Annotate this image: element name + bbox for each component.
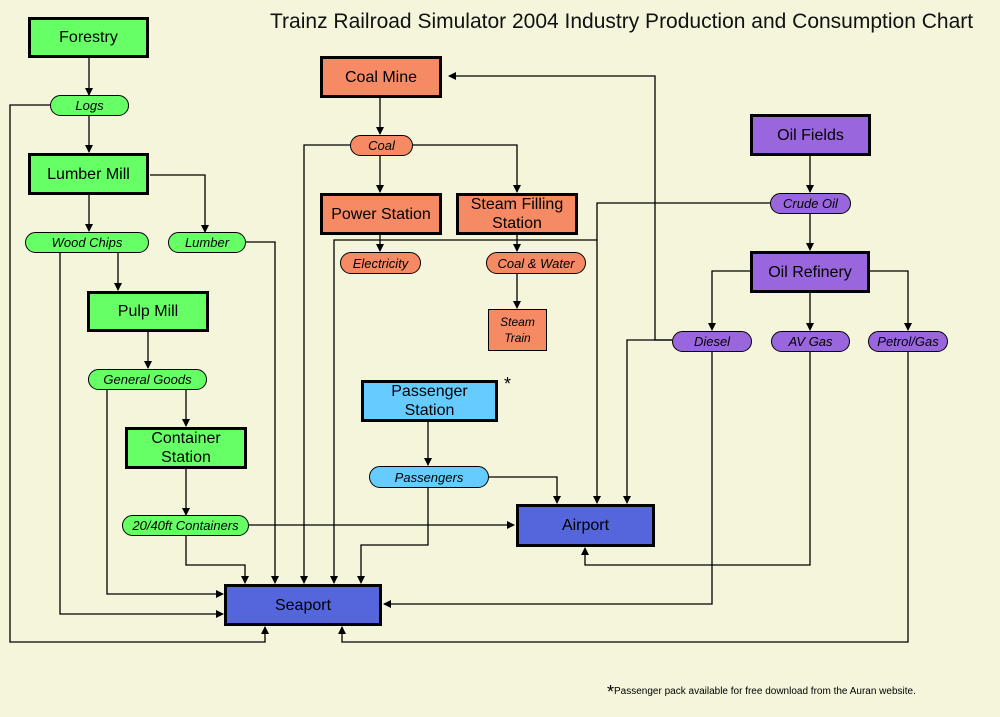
lumber-mill-to-lumber-arrow bbox=[150, 174, 209, 233]
diesel-to-airport-arrow bbox=[623, 339, 672, 504]
product-wood-chips-label: Wood Chips bbox=[51, 235, 123, 250]
product-petrol-gas: Petrol/Gas bbox=[868, 331, 948, 352]
product-crude-oil-label: Crude Oil bbox=[783, 196, 838, 211]
footnote-marker: * bbox=[504, 374, 512, 394]
crude-oil-to-airport-arrow bbox=[593, 202, 770, 504]
node-container-station: Container Station bbox=[125, 427, 247, 469]
node-seaport: Seaport bbox=[224, 584, 382, 626]
passengers-airport-arrow bbox=[482, 473, 561, 504]
refinery-to-petrol-arrow bbox=[869, 270, 912, 331]
product-wood-chips: Wood Chips bbox=[25, 232, 149, 253]
product-av-gas: AV Gas bbox=[771, 331, 850, 352]
node-lumber-mill: Lumber Mill bbox=[28, 153, 149, 195]
node-oil-fields-label: Oil Fields bbox=[777, 126, 844, 144]
product-logs-label: Logs bbox=[75, 98, 104, 113]
product-electricity-label: Electricity bbox=[352, 255, 409, 271]
diesel-to-seaport-arrow bbox=[383, 351, 713, 608]
product-passengers-label: Passengers bbox=[394, 469, 464, 485]
coal-to-steam-filling-arrow bbox=[413, 144, 521, 193]
product-general-goods-label: General Goods bbox=[103, 372, 192, 387]
product-crude-oil: Crude Oil bbox=[770, 193, 851, 214]
footnote-star: * bbox=[607, 682, 615, 702]
node-coal-mine-label: Coal Mine bbox=[344, 68, 418, 86]
node-airport-label: Airport bbox=[561, 517, 610, 534]
node-steam-filling-station-label: Steam Filling Station bbox=[470, 196, 564, 232]
product-general-goods: General Goods bbox=[88, 369, 207, 390]
product-passengers: Passengers bbox=[369, 466, 489, 488]
node-passenger-station: Passenger Station bbox=[361, 380, 498, 422]
product-diesel-label: Diesel bbox=[693, 334, 731, 349]
lumber-to-seaport-arrow bbox=[246, 241, 279, 584]
passengers-to-seaport-arrow bbox=[357, 488, 429, 584]
refinery-to-diesel-arrow bbox=[708, 270, 751, 331]
general-goods-to-seaport-arrow bbox=[106, 390, 224, 598]
footnote-text: Passenger pack available for free downlo… bbox=[614, 686, 916, 697]
node-forestry-label: Forestry bbox=[59, 29, 118, 46]
chart-title: Trainz Railroad Simulator 2004 Industry … bbox=[270, 10, 974, 33]
petrol-to-seaport-arrow bbox=[338, 351, 909, 643]
node-steam-filling-station: Steam Filling Station bbox=[456, 193, 578, 235]
node-forestry: Forestry bbox=[28, 17, 149, 58]
product-lumber: Lumber bbox=[168, 232, 246, 253]
product-petrol-gas-label: Petrol/Gas bbox=[877, 334, 939, 349]
coal-to-seaport-arrow bbox=[300, 144, 350, 584]
product-coal-and-water: Coal & Water bbox=[486, 252, 586, 274]
node-oil-refinery: Oil Refinery bbox=[750, 251, 870, 293]
product-containers: 20/40ft Containers bbox=[122, 515, 249, 536]
product-containers-label: 20/40ft Containers bbox=[132, 518, 239, 533]
node-coal-mine: Coal Mine bbox=[320, 56, 442, 98]
node-oil-refinery-label: Oil Refinery bbox=[768, 263, 852, 281]
containers-to-seaport-arrow bbox=[185, 536, 249, 584]
steam-filling-to-seaport-arrow bbox=[330, 239, 597, 584]
logs-to-seaport-arrow bbox=[9, 104, 269, 643]
product-coal-and-water-label: Coal & Water bbox=[497, 255, 575, 271]
node-seaport-label: Seaport bbox=[274, 596, 332, 614]
node-power-station-label: Power Station bbox=[331, 205, 431, 223]
avgas-to-airport-arrow bbox=[581, 351, 811, 566]
product-diesel: Diesel bbox=[672, 331, 752, 352]
node-container-station-label: Container Station bbox=[151, 430, 221, 466]
product-av-gas-label: AV Gas bbox=[788, 334, 833, 349]
footnote: *Passenger pack available for free downl… bbox=[607, 682, 916, 703]
product-coal-label: Coal bbox=[368, 138, 395, 153]
product-coal: Coal bbox=[350, 135, 413, 156]
node-airport: Airport bbox=[516, 504, 655, 547]
node-lumber-mill-label: Lumber Mill bbox=[47, 165, 130, 183]
wood-chips-to-seaport-arrow bbox=[59, 253, 224, 618]
node-oil-fields: Oil Fields bbox=[750, 114, 871, 156]
node-pulp-mill-label: Pulp Mill bbox=[117, 303, 179, 320]
node-steam-train: Steam Train bbox=[488, 309, 547, 351]
product-lumber-label: Lumber bbox=[184, 235, 230, 250]
node-steam-train-label: Steam Train bbox=[500, 315, 535, 345]
node-power-station: Power Station bbox=[320, 193, 442, 235]
node-pulp-mill: Pulp Mill bbox=[87, 291, 209, 332]
product-logs: Logs bbox=[50, 95, 129, 116]
node-passenger-station-label: Passenger Station bbox=[391, 383, 468, 419]
product-electricity: Electricity bbox=[340, 252, 421, 274]
